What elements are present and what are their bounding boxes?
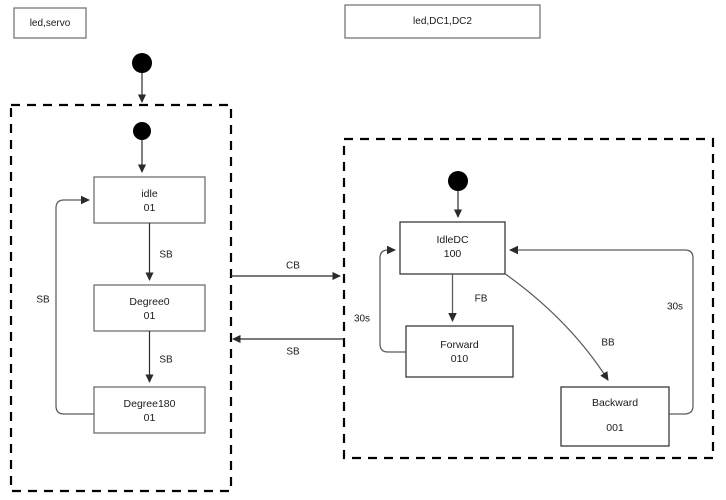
region-label-dc: led,DC1,DC2	[344, 4, 541, 39]
edge-label-idledc-to-forward: FB	[475, 294, 488, 305]
state-node-idle[interactable]: idle 01	[93, 176, 206, 224]
region-frame-dc	[342, 137, 715, 460]
edge-label-backward-to-idledc: 30s	[667, 302, 683, 313]
region-label-text-dc: led,DC1,DC2	[413, 16, 472, 27]
state-node-idledc[interactable]: IdleDC 100	[399, 221, 506, 275]
state-code-backward: 001	[606, 422, 624, 434]
state-name-backward: Backward	[592, 397, 638, 409]
state-code-degree0: 01	[144, 310, 156, 322]
state-node-degree180[interactable]: Degree180 01	[93, 386, 206, 434]
state-box-degree0[interactable]	[93, 284, 206, 332]
edge-forward-to-idledc	[379, 250, 406, 353]
initial-node-dc-group	[448, 171, 468, 217]
region-label-box-servo	[13, 7, 87, 39]
state-code-degree180: 01	[144, 412, 156, 424]
initial-node-servo-group	[133, 122, 151, 172]
region-label-servo: led,servo	[13, 7, 87, 39]
state-code-idle: 01	[144, 202, 156, 214]
region-label-text-servo: led,servo	[30, 18, 71, 29]
state-box-degree180[interactable]	[93, 386, 206, 434]
state-node-backward[interactable]: Backward 001	[560, 386, 670, 447]
edge-label-dc-to-servo: SB	[286, 347, 300, 358]
region-label-box-dc	[344, 4, 541, 39]
state-name-forward: Forward	[440, 339, 479, 351]
state-name-degree180: Degree180	[124, 398, 176, 410]
edge-label-idledc-to-backward: BB	[601, 338, 615, 349]
edge-degree180-to-idle	[55, 200, 94, 415]
initial-node-icon-dc	[448, 171, 468, 191]
state-name-idle: idle	[141, 188, 158, 200]
edge-idledc-to-backward	[503, 272, 609, 380]
state-code-idledc: 100	[444, 248, 462, 260]
edge-label-degree0-to-degree180: SB	[159, 355, 173, 366]
state-node-degree0[interactable]: Degree0 01	[93, 284, 206, 332]
state-box-idle[interactable]	[93, 176, 206, 224]
edge-backward-to-idledc	[510, 250, 694, 415]
initial-node-icon-outer	[132, 53, 152, 73]
initial-node-icon-servo	[133, 122, 151, 140]
state-node-forward[interactable]: Forward 010	[405, 325, 514, 378]
edge-label-servo-to-dc: CB	[286, 261, 300, 272]
edge-label-degree180-to-idle: SB	[36, 295, 50, 306]
state-name-degree0: Degree0	[129, 296, 169, 308]
state-box-forward[interactable]	[405, 325, 514, 378]
edge-label-idle-to-degree0: SB	[159, 250, 173, 261]
state-box-backward[interactable]	[560, 386, 670, 447]
state-code-forward: 010	[451, 353, 469, 365]
state-name-idledc: IdleDC	[436, 234, 469, 246]
edge-label-forward-to-idledc: 30s	[354, 314, 370, 325]
initial-node-outer-group	[132, 53, 152, 102]
